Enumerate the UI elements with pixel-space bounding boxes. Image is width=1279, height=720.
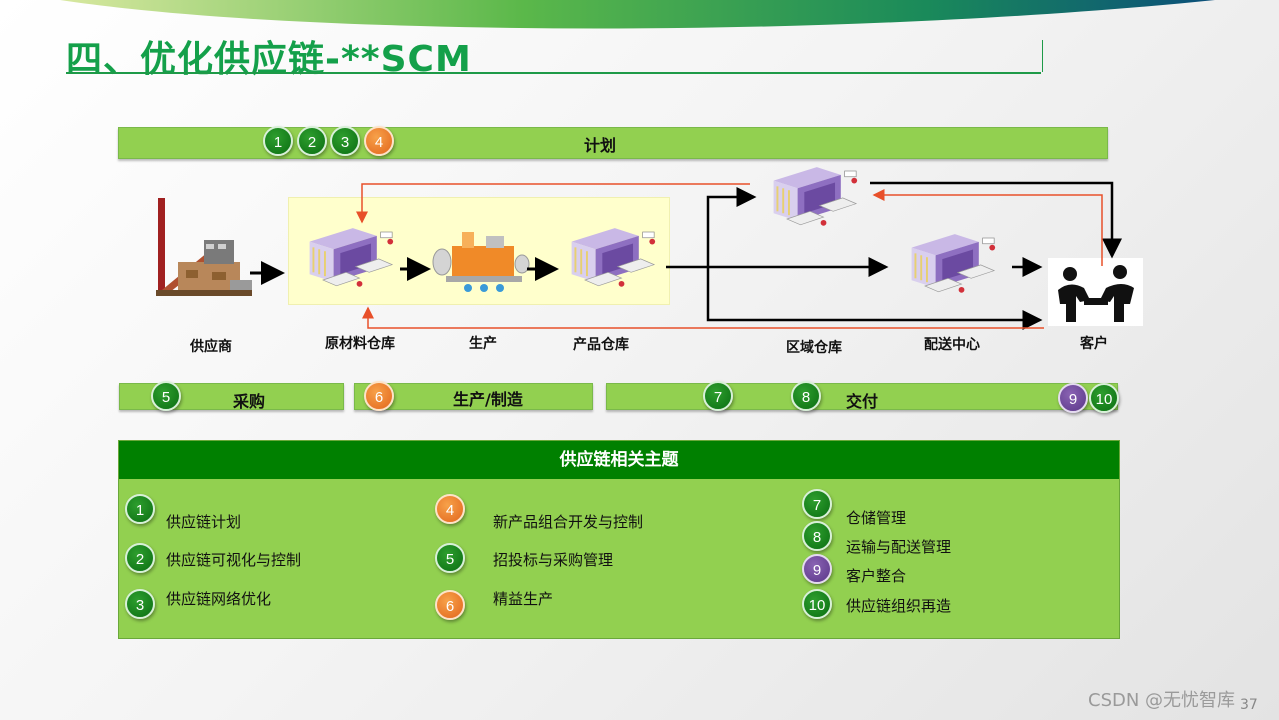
topic-badge-10: 10 [802, 589, 832, 619]
phase-badge-9: 9 [1058, 383, 1088, 413]
delivery-bar-label: 交付 [846, 392, 879, 411]
plan-badge-1: 1 [263, 126, 293, 156]
production-line-icon [432, 232, 530, 292]
plan-badge-4: 4 [364, 126, 394, 156]
topic-badge-9: 9 [802, 554, 832, 584]
phase-badge-10: 10 [1089, 383, 1119, 413]
topic-item-4: 新产品组合开发与控制 [493, 513, 644, 531]
topic-badge-8: 8 [802, 521, 832, 551]
delivery-bar [606, 383, 1118, 410]
plan-badge-3: 3 [330, 126, 360, 156]
topic-item-5: 招投标与采购管理 [493, 551, 614, 569]
plan-badge-2: 2 [297, 126, 327, 156]
csdn-watermark: CSDN @无忧智库 [1088, 690, 1236, 711]
regional-warehouse-icon [772, 166, 859, 227]
topic-badge-6: 6 [435, 590, 465, 620]
plan-bar-label: 计划 [584, 136, 617, 155]
phase-badge-7: 7 [703, 381, 733, 411]
topics-panel-header: 供应链相关主题 [119, 441, 1119, 479]
topic-item-1: 供应链计划 [166, 513, 242, 531]
node-label-distribution-center: 配送中心 [924, 337, 980, 353]
node-label-production: 生产 [469, 336, 497, 352]
node-label-regional-warehouse: 区域仓库 [786, 340, 842, 356]
node-label-raw-material-warehouse: 原材料仓库 [325, 336, 395, 352]
node-label-supplier: 供应商 [190, 339, 232, 355]
topic-item-6: 精益生产 [493, 590, 554, 608]
phase-badge-6: 6 [364, 381, 394, 411]
topic-item-8: 运输与配送管理 [846, 538, 952, 556]
topic-badge-5: 5 [435, 543, 465, 573]
phase-badge-5: 5 [151, 381, 181, 411]
phase-badge-8: 8 [791, 381, 821, 411]
topic-item-9: 客户整合 [846, 567, 907, 585]
customer-handshake-icon [1048, 258, 1143, 326]
topic-badge-1: 1 [125, 494, 155, 524]
topic-item-10: 供应链组织再造 [846, 597, 952, 615]
topic-badge-3: 3 [125, 589, 155, 619]
topic-item-7: 仓储管理 [846, 509, 907, 527]
manufacturing-bar-label: 生产/制造 [453, 390, 523, 409]
distribution-center-icon [910, 233, 997, 294]
title-divider [1042, 40, 1043, 72]
topic-item-2: 供应链可视化与控制 [166, 551, 302, 569]
topic-badge-4: 4 [435, 494, 465, 524]
raw-material-warehouse-icon [308, 227, 395, 288]
topic-item-3: 供应链网络优化 [166, 590, 272, 608]
page-number: 37 [1240, 697, 1258, 713]
supplier-factory-icon [156, 198, 252, 296]
product-warehouse-icon [570, 227, 657, 288]
node-label-customer: 客户 [1080, 336, 1108, 352]
node-label-product-warehouse: 产品仓库 [573, 337, 629, 353]
supply-chain-topics-panel: 供应链相关主题 1 供应链计划 2 供应链可视化与控制 3 供应链网络优化 4 … [118, 440, 1120, 639]
title-underline [66, 72, 1041, 74]
header-swoosh [60, 0, 1215, 29]
procurement-bar-label: 采购 [233, 392, 266, 411]
topic-badge-2: 2 [125, 543, 155, 573]
topic-badge-7: 7 [802, 489, 832, 519]
